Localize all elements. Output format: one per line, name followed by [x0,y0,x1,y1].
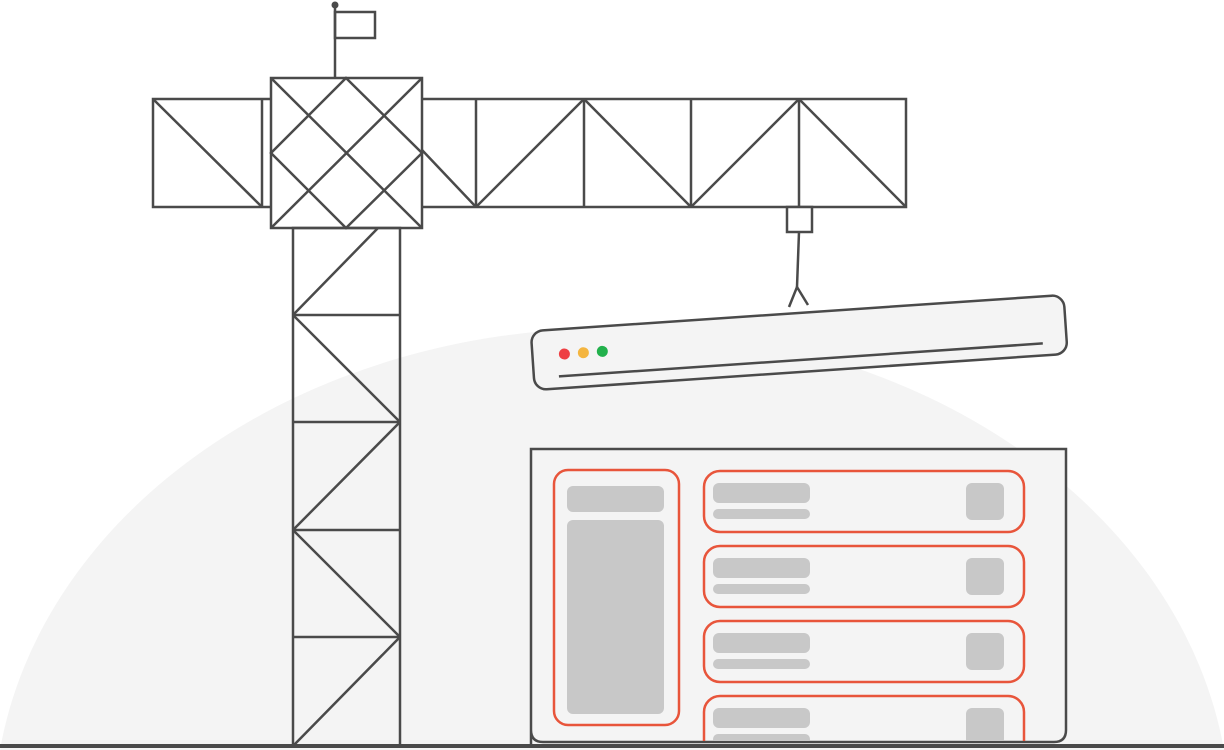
address-bar-line [558,342,1043,378]
flag-icon [331,1,377,78]
crane-cab [269,76,424,230]
sidebar-card [552,468,681,727]
list-item [702,694,1026,741]
sidebar-title-placeholder [567,486,664,512]
minimize-dot-icon [577,347,589,359]
list-item-thumbnail-placeholder [966,633,1004,670]
list-item-subtitle-placeholder [713,509,810,519]
list-item [702,544,1026,609]
list-item-card [702,544,1026,609]
browser-page-body [529,447,1068,748]
browser-window-icon [530,294,1069,391]
list-item-title-placeholder [713,558,810,578]
list-item [702,619,1026,684]
list-item-thumbnail-placeholder [966,558,1004,595]
list-item-card [702,469,1026,534]
close-dot-icon [558,348,570,360]
list-item-subtitle-placeholder [713,584,810,594]
list-item-subtitle-placeholder [713,734,810,741]
list-item [702,469,1026,534]
browser-toolbar [530,294,1069,391]
list-item-title-placeholder [713,633,810,653]
list-item-subtitle-placeholder [713,659,810,669]
list-item-title-placeholder [713,708,810,728]
crane-jib [151,97,908,209]
sidebar-content-placeholder [567,520,664,714]
page-frame [529,447,1068,748]
list-item-thumbnail-placeholder [966,483,1004,520]
list-item-title-placeholder [713,483,810,503]
list-item-thumbnail-placeholder [966,708,1004,741]
maximize-dot-icon [596,345,608,357]
list-item-card [702,619,1026,684]
crane-hook [785,205,814,308]
crane-icon [151,1,908,748]
content-list [702,469,1026,741]
list-item-card [702,694,1026,741]
